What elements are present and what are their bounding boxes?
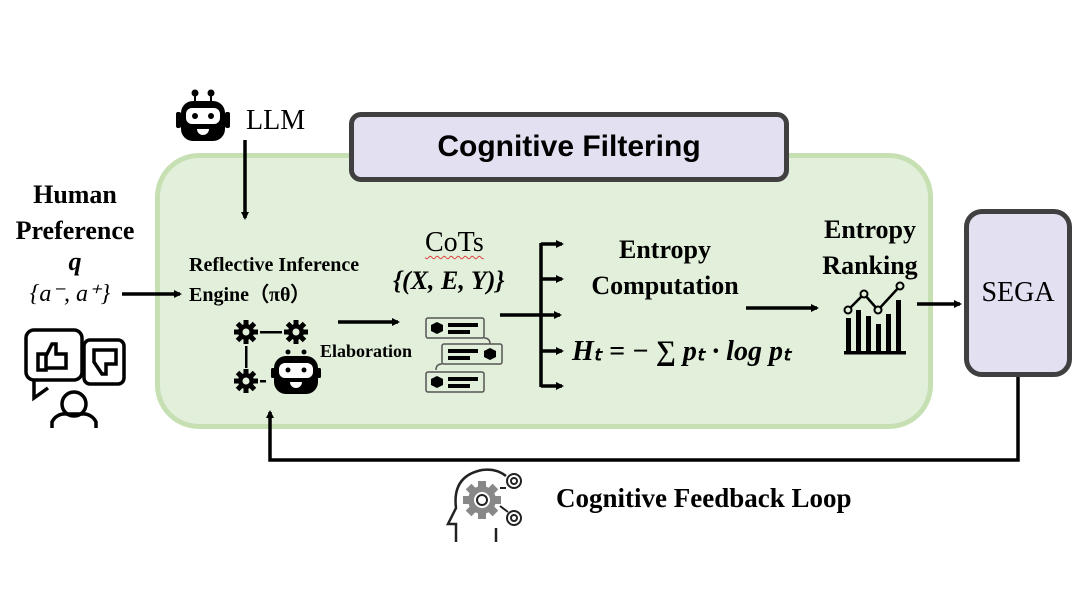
feedback-loop-line — [266, 377, 1020, 462]
reflective-engine-line1: Reflective Inference — [189, 254, 360, 276]
head-gears-icon — [445, 468, 522, 542]
entropy-computation-line1: Entropy — [619, 235, 711, 264]
llm-label: LLM — [246, 105, 306, 136]
cognitive-filtering-title: Cognitive Filtering — [437, 130, 701, 163]
human-preference-label: Human Preference — [0, 177, 150, 249]
bar-line-chart-icon — [843, 281, 906, 355]
cots-set: {(X, E, Y)} — [393, 266, 505, 295]
entropy-computation-label: Entropy Computation — [570, 232, 760, 304]
sega-label: SEGA — [981, 277, 1055, 308]
feedback-loop-label: Cognitive Feedback Loop — [556, 483, 852, 513]
entropy-ranking-line2: Ranking — [822, 251, 918, 280]
gear-network-robot-icon — [234, 320, 321, 394]
entropy-ranking-label: Entropy Ranking — [805, 212, 935, 284]
reflective-engine-label: Reflective Inference Engine（πθ） — [189, 250, 359, 310]
entropy-ranking-line1: Entropy — [824, 215, 916, 244]
chain-of-thought-cards-icon — [425, 317, 503, 393]
cots-label: CoTs — [425, 227, 484, 258]
sega-box: SEGA — [964, 209, 1072, 377]
answer-set: {a⁻, a⁺} — [29, 281, 111, 307]
human-preference-line1: Human — [33, 180, 117, 209]
human-preference-line2: Preference — [15, 216, 135, 245]
llm-robot-icon — [176, 89, 230, 141]
query-symbol: q — [68, 247, 82, 276]
elaboration-label: Elaboration — [320, 341, 413, 361]
reflective-engine-line2: Engine（πθ） — [189, 284, 311, 306]
feedback-person-icon — [24, 328, 126, 428]
cognitive-filtering-title-box: Cognitive Filtering — [349, 112, 789, 182]
entropy-computation-line2: Computation — [591, 271, 739, 300]
entropy-formula: Hₜ = − ∑ pₜ · log pₜ — [572, 336, 792, 367]
